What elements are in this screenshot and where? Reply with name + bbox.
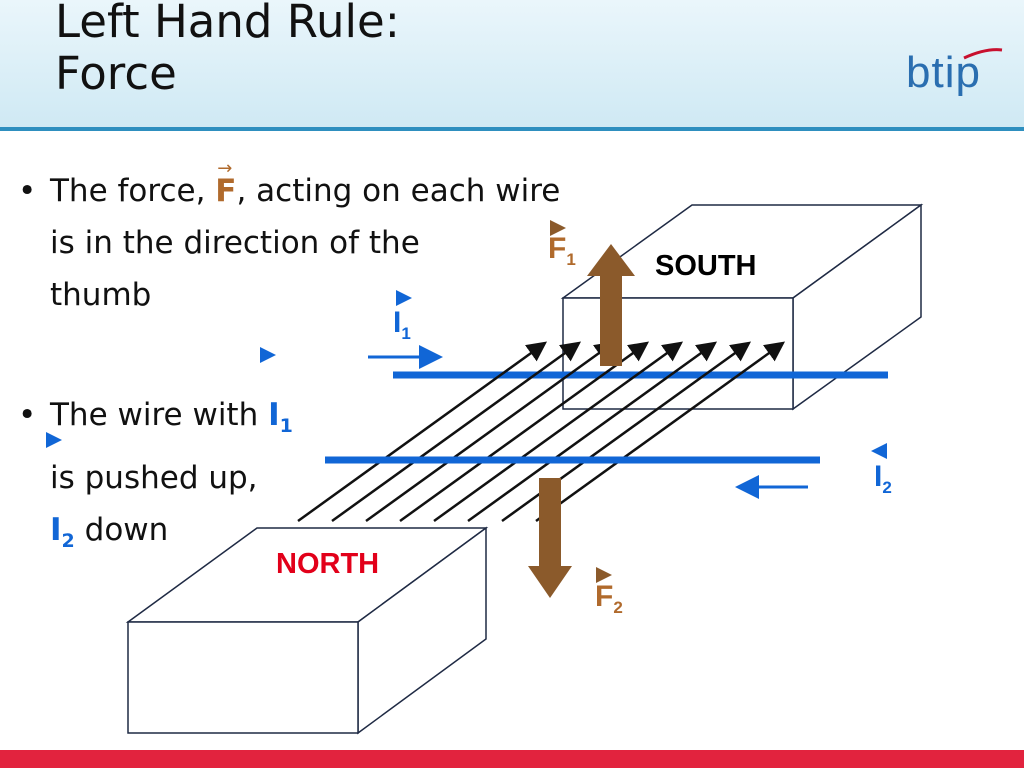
force-symbol: →F <box>215 158 237 209</box>
header-rule <box>0 127 1024 131</box>
title-line-2: Force <box>55 47 177 100</box>
magnetic-field-lines <box>297 341 786 523</box>
bullet-1-line-2: is in the direction of the <box>50 225 420 261</box>
slide-title: Left Hand Rule: Force <box>55 0 400 100</box>
title-line-1: Left Hand Rule: <box>55 0 400 48</box>
i1-label: I1 <box>393 306 411 343</box>
field-line <box>433 341 684 523</box>
field-line <box>467 341 718 523</box>
btip-logo: btip <box>906 42 1016 106</box>
i2-label: I2 <box>874 460 892 497</box>
bullet-1-line-3: thumb <box>50 277 152 313</box>
south-label: SOUTH <box>655 250 757 282</box>
field-line <box>535 341 786 523</box>
f1-label: F1 <box>548 232 576 269</box>
force-f1-arrow <box>587 244 635 366</box>
force-f2-arrow <box>528 478 572 598</box>
i2-symbol: I2 <box>50 512 75 553</box>
logo-text: btip <box>906 48 981 97</box>
north-magnet <box>125 526 489 735</box>
bullet-2-pre: The wire with <box>50 397 269 433</box>
bullet-1-pre: The force, <box>50 173 216 209</box>
i1-symbol: I1 <box>268 397 293 438</box>
header-band <box>0 0 1024 128</box>
north-label: NORTH <box>276 548 380 580</box>
field-line <box>399 341 650 523</box>
f2-label: F2 <box>595 580 623 617</box>
field-line <box>297 341 548 523</box>
logo-swoosh-icon <box>963 48 1003 60</box>
bullet-2-line-3-post: down <box>74 512 169 549</box>
field-line <box>365 341 616 523</box>
bottom-accent-bar <box>0 750 1024 768</box>
bullet-1-post: , acting on each wire <box>236 173 561 209</box>
bullet-2-line-2: is pushed up, <box>50 460 258 497</box>
field-line <box>331 341 582 523</box>
